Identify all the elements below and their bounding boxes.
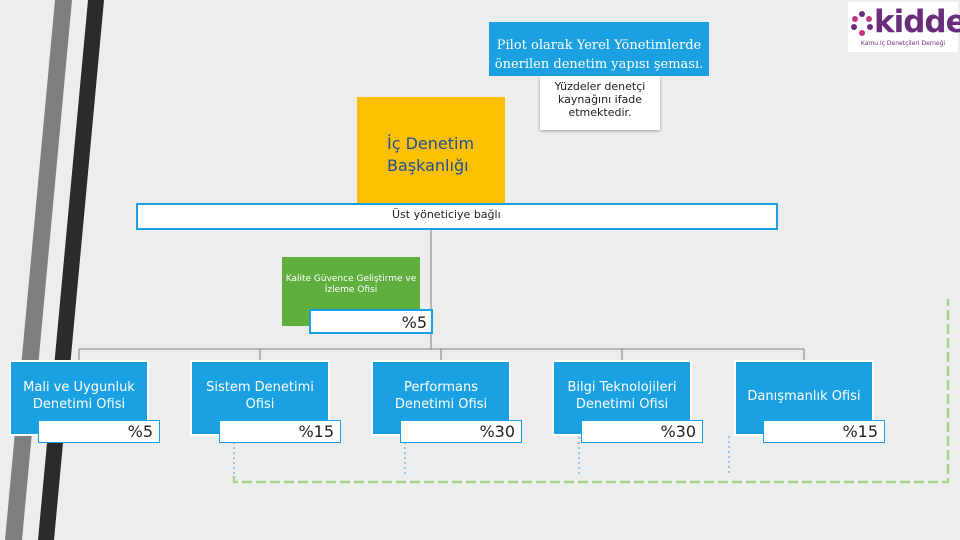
diagram-title-box: Pilot olarak Yerel Yönetimlerde önerilen… (489, 22, 709, 76)
kidder-logo: kidder Kamu İç Denetçileri Derneği (848, 2, 960, 52)
left-stripe-gray (5, 0, 72, 540)
dotted-links (233, 422, 730, 476)
office-percent-consulting: %15 (763, 420, 885, 443)
percentage-note: Yüzdeler denetçi kaynağını ifade etmekte… (540, 76, 660, 130)
logo-subtitle: Kamu İç Denetçileri Derneği (860, 40, 946, 47)
logo-dots-icon (851, 11, 873, 36)
office-percent-system: %15 (219, 420, 341, 443)
head-office-box: İç Denetim Başkanlığı (357, 97, 505, 205)
office-percent-performance: %30 (400, 420, 522, 443)
office-box-it: Bilgi Teknolojileri Denetimi Ofisi (552, 360, 692, 436)
quality-office-percent: %5 (309, 309, 433, 334)
head-office-reporting: Üst yöneticiye bağlı (136, 203, 778, 230)
org-connectors (78, 229, 805, 362)
office-percent-it: %30 (581, 420, 703, 443)
office-percent-financial: %5 (38, 420, 160, 443)
green-dashed-loop (232, 299, 950, 484)
logo-text: kidder (874, 4, 960, 40)
